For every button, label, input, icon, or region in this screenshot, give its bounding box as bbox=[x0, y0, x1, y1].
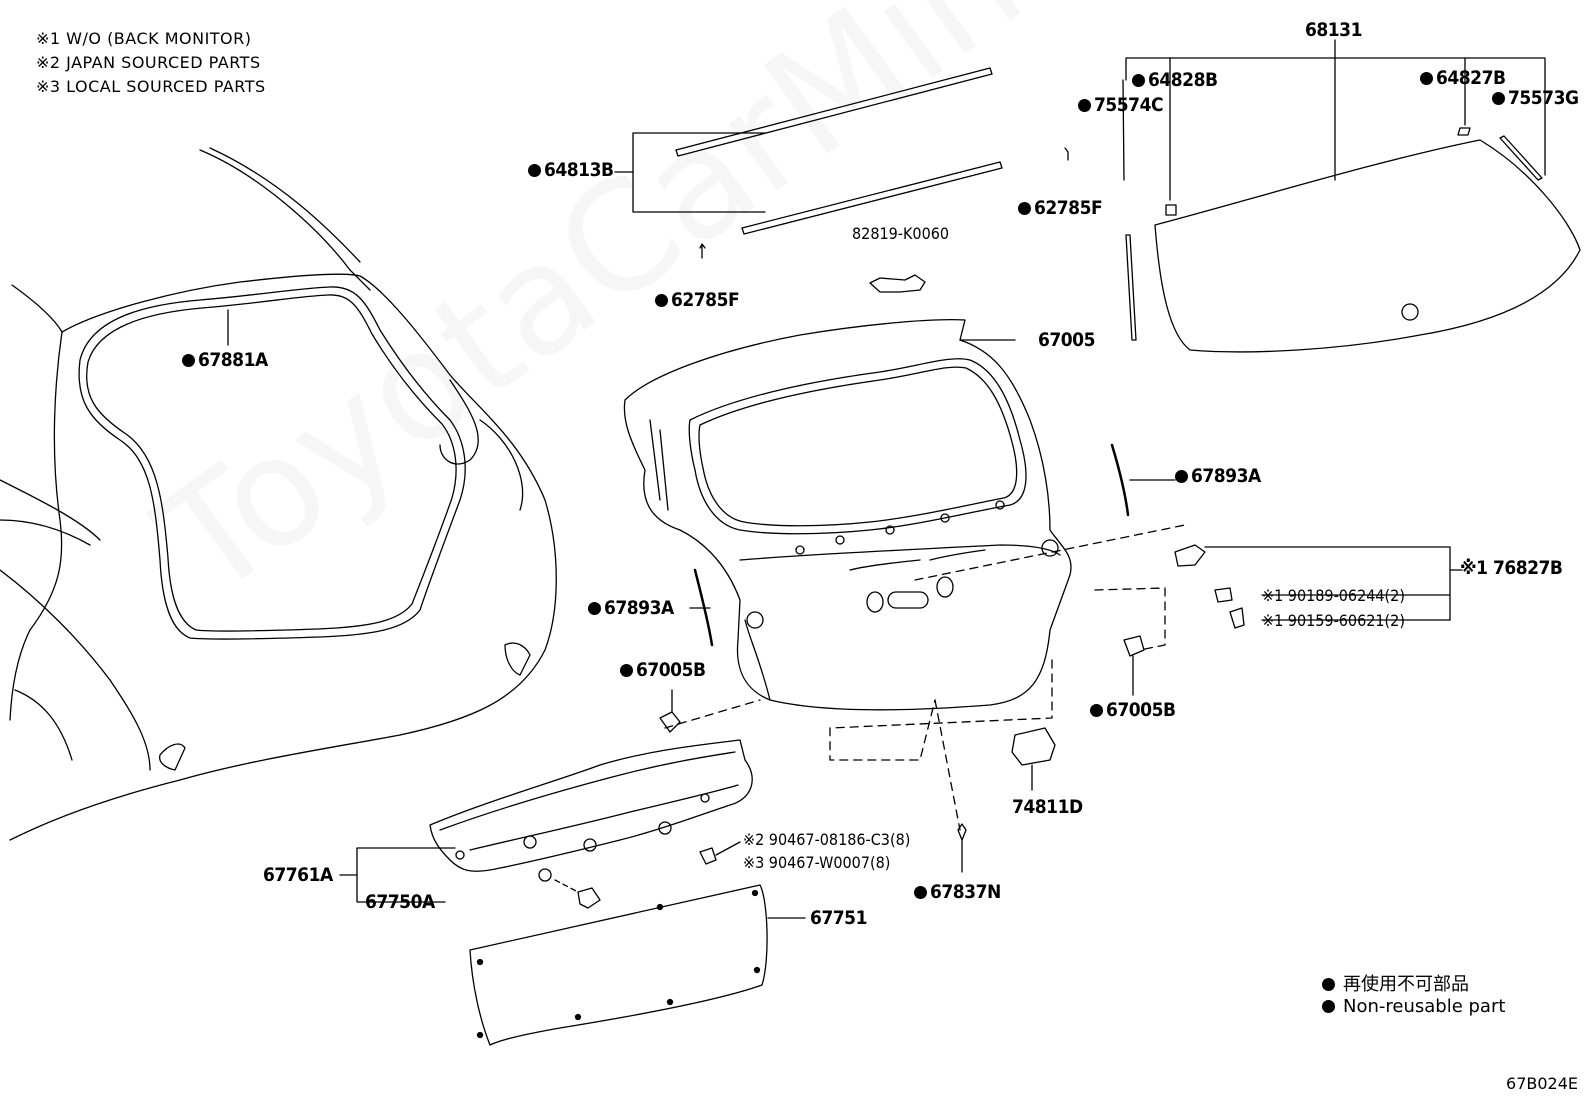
part-label-74811D[interactable]: 74811D bbox=[1012, 796, 1083, 818]
part-label-62785F-left[interactable]: 62785F bbox=[655, 290, 740, 310]
clip-62785F-b bbox=[1064, 147, 1069, 161]
molding-75574C-drawing bbox=[1125, 234, 1137, 341]
non-reusable-dot-icon bbox=[588, 602, 601, 615]
molding-64813B-drawing bbox=[675, 67, 1003, 235]
non-reusable-dot-icon bbox=[528, 164, 541, 177]
non-reusable-dot-icon bbox=[1322, 978, 1335, 991]
dashed-lines bbox=[664, 524, 1186, 831]
non-reusable-dot-icon bbox=[655, 294, 668, 307]
part-label-67005[interactable]: 67005 bbox=[1038, 329, 1095, 351]
non-reusable-dot-icon bbox=[914, 886, 927, 899]
non-reusable-dot-icon bbox=[1420, 72, 1433, 85]
lamp-74811D-drawing bbox=[1011, 727, 1056, 766]
board-67751-drawing bbox=[469, 884, 768, 1046]
back-door-drawing bbox=[623, 319, 1072, 711]
diagram-code: 67B024E bbox=[1506, 1074, 1578, 1093]
non-reusable-dot-icon bbox=[1322, 1000, 1335, 1013]
note-1: ※1 W/O (BACK MONITOR) bbox=[36, 29, 252, 48]
non-reusable-dot-icon bbox=[1132, 74, 1145, 87]
non-reusable-dot-icon bbox=[1078, 99, 1091, 112]
part-label-67881A[interactable]: 67881A bbox=[182, 350, 268, 370]
bracket-64813B bbox=[632, 132, 766, 173]
part-label-67761A[interactable]: 67761A bbox=[263, 864, 333, 886]
part-label-64827B[interactable]: 64827B bbox=[1420, 68, 1506, 88]
seal-67893A-right bbox=[1110, 443, 1130, 517]
part-label-82819-K0060[interactable]: 82819-K0060 bbox=[852, 224, 950, 243]
bracket-76827B-drawing bbox=[1174, 544, 1206, 567]
non-reusable-dot-icon bbox=[1090, 704, 1103, 717]
cushion-67005B-left bbox=[659, 711, 681, 733]
part-label-67751[interactable]: 67751 bbox=[810, 907, 867, 929]
part-label-75573G[interactable]: 75573G bbox=[1492, 88, 1579, 108]
part-label-76827B[interactable]: ※1 76827B bbox=[1460, 557, 1563, 579]
part-label-90159-60621[interactable]: ※1 90159-60621(2) bbox=[1262, 611, 1405, 630]
part-label-67005B-left[interactable]: 67005B bbox=[620, 660, 706, 680]
non-reusable-dot-icon bbox=[1018, 202, 1031, 215]
part-label-67893A-left[interactable]: 67893A bbox=[588, 598, 674, 618]
clip-67750A-drawing bbox=[577, 887, 601, 909]
part-label-67837N[interactable]: 67837N bbox=[914, 882, 1001, 902]
note-2: ※2 JAPAN SOURCED PARTS bbox=[36, 53, 261, 72]
cushion-67005B-right bbox=[1123, 635, 1145, 657]
legend-japanese: 再使用不可部品 bbox=[1322, 970, 1469, 996]
seal-67893A-left bbox=[693, 568, 714, 647]
part-label-90189-06244[interactable]: ※1 90189-06244(2) bbox=[1262, 586, 1405, 605]
non-reusable-dot-icon bbox=[1175, 470, 1188, 483]
clip-90467-drawing bbox=[699, 847, 717, 865]
car-body-drawing bbox=[0, 147, 557, 841]
non-reusable-dot-icon bbox=[182, 354, 195, 367]
part-label-75574C[interactable]: 75574C bbox=[1078, 95, 1164, 115]
part-label-90467-W0007[interactable]: ※3 90467-W0007(8) bbox=[743, 853, 891, 872]
part-label-67893A-right[interactable]: 67893A bbox=[1175, 466, 1261, 486]
note-3: ※3 LOCAL SOURCED PARTS bbox=[36, 77, 266, 96]
part-label-64828B[interactable]: 64828B bbox=[1132, 70, 1218, 90]
part-label-62785F-right[interactable]: 62785F bbox=[1018, 198, 1103, 218]
trim-67761A-drawing bbox=[429, 739, 753, 882]
hinge-drawing bbox=[869, 274, 926, 293]
part-label-90467-08186[interactable]: ※2 90467-08186-C3(8) bbox=[743, 830, 911, 849]
part-label-67005B-right[interactable]: 67005B bbox=[1090, 700, 1176, 720]
clip-62785F-a bbox=[699, 243, 706, 259]
legend-english: Non-reusable part bbox=[1322, 996, 1505, 1017]
part-label-67750A[interactable]: 67750A bbox=[365, 891, 435, 913]
part-label-64813B[interactable]: 64813B bbox=[528, 160, 614, 180]
part-label-68131[interactable]: 68131 bbox=[1305, 19, 1362, 41]
non-reusable-dot-icon bbox=[620, 664, 633, 677]
glass-68131-drawing bbox=[1154, 127, 1581, 353]
non-reusable-dot-icon bbox=[1492, 92, 1505, 105]
